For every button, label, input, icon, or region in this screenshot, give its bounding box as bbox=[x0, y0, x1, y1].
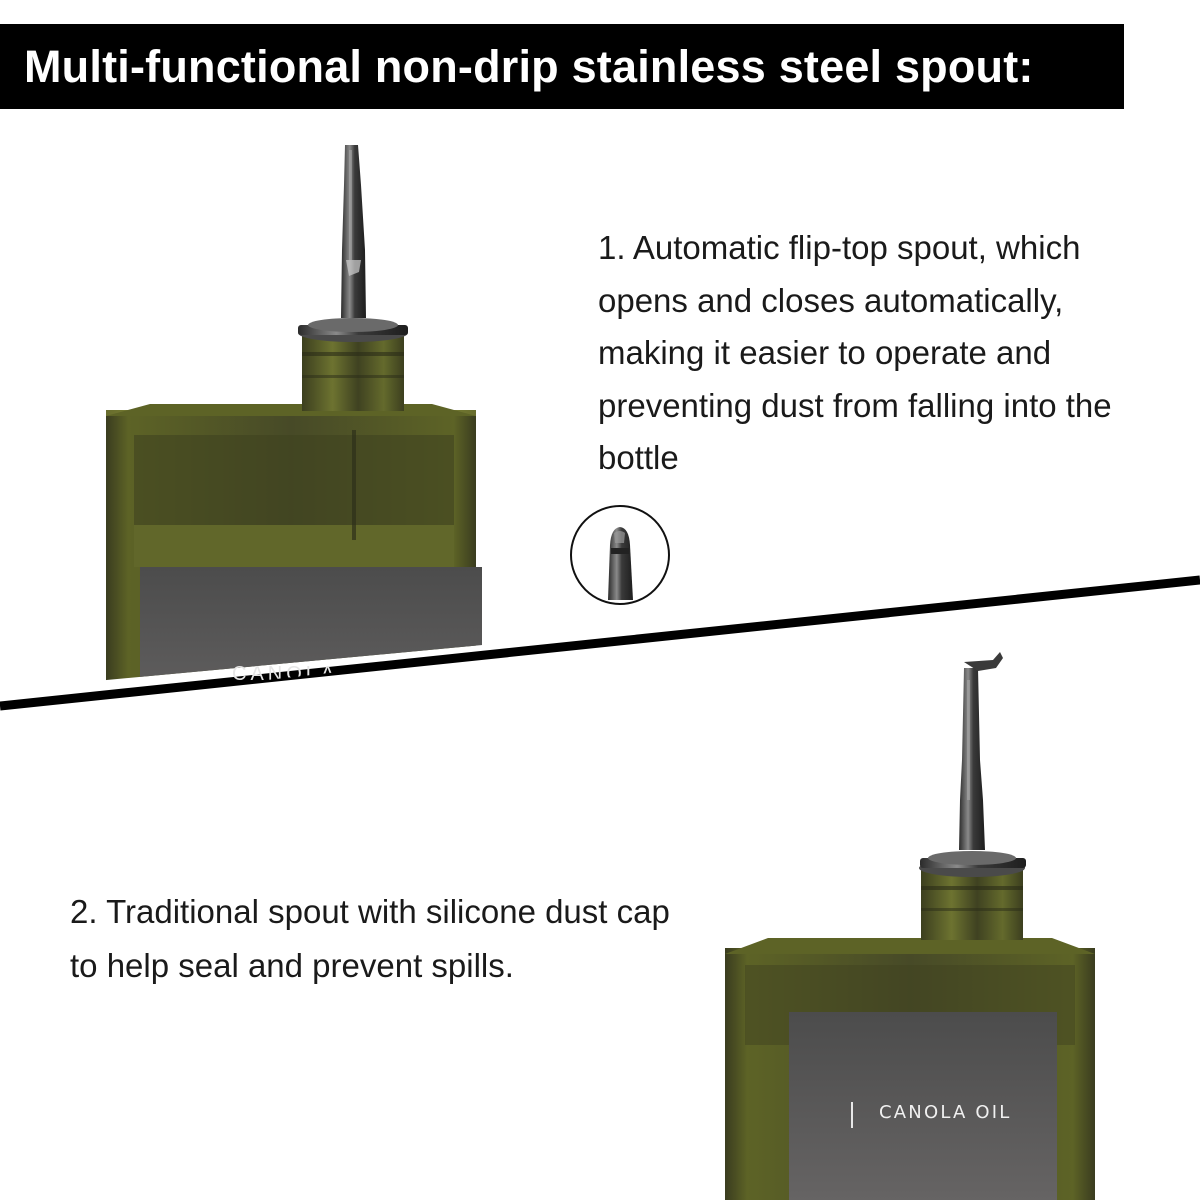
diagonal-divider bbox=[0, 575, 1200, 711]
title-banner: Multi-functional non-drip stainless stee… bbox=[0, 24, 1124, 109]
spout-tip-closeup-icon bbox=[570, 505, 670, 605]
page-title: Multi-functional non-drip stainless stee… bbox=[24, 40, 1034, 92]
top-bottle bbox=[106, 145, 482, 690]
feature-description-traditional: 2. Traditional spout with silicone dust … bbox=[70, 893, 670, 984]
feature-description-flip-top: 1. Automatic flip-top spout, which opens… bbox=[598, 229, 1112, 476]
bottom-bottle-label-text: CANOLA OIL bbox=[879, 1102, 1012, 1123]
bottom-bottle bbox=[725, 652, 1095, 1200]
